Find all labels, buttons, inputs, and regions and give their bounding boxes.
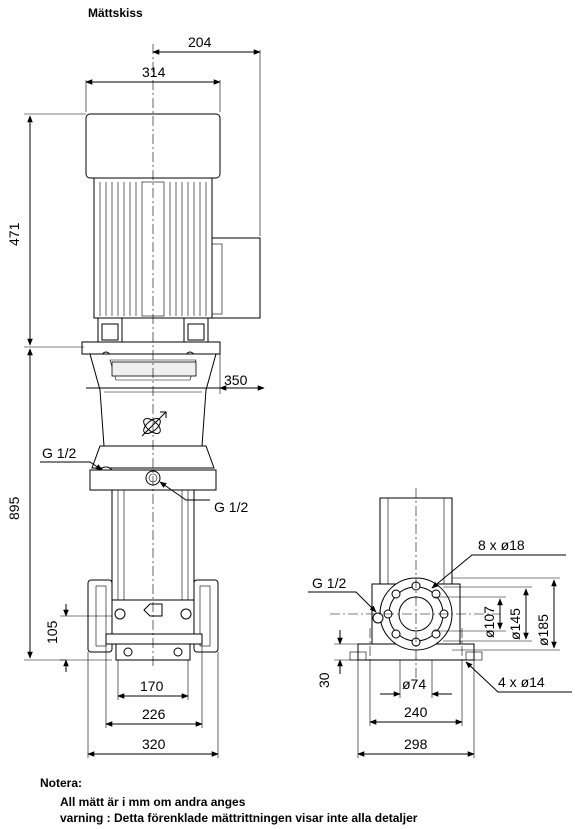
dim-471: 471 xyxy=(6,222,22,246)
base-plate-front xyxy=(105,633,203,645)
dim-314: 314 xyxy=(142,64,166,80)
terminal-box xyxy=(211,237,261,319)
dim-30: 30 xyxy=(316,672,332,688)
notes-line-units: All mätt är i mm om andra anges xyxy=(60,795,246,809)
dim-74: ø74 xyxy=(402,676,426,692)
dim-105: 105 xyxy=(44,620,60,644)
dim-204: 204 xyxy=(188,34,212,50)
dimension-lines xyxy=(24,49,572,758)
dim-240: 240 xyxy=(404,704,428,720)
callout-g-right: G 1/2 xyxy=(214,499,248,515)
notes-heading: Notera: xyxy=(40,776,83,790)
seal-housing xyxy=(91,445,215,469)
motor-cooling-fins xyxy=(99,181,207,317)
motor-stool-flange xyxy=(81,341,221,355)
callout-g-left: G 1/2 xyxy=(42,445,76,461)
front-view xyxy=(81,44,261,668)
drawing-title: Mättskiss xyxy=(88,6,143,20)
dim-320: 320 xyxy=(142,736,166,752)
dim-895: 895 xyxy=(6,496,22,520)
dim-107: ø107 xyxy=(481,606,497,638)
dim-145: ø145 xyxy=(507,608,523,640)
dim-298: 298 xyxy=(404,736,428,752)
callout-g-side: G 1/2 xyxy=(312,575,346,591)
dim-185: ø185 xyxy=(535,614,551,646)
dim-226: 226 xyxy=(142,706,166,722)
dim-350: 350 xyxy=(224,372,248,388)
notes-line-warning: varning : Detta förenklade mättrittninge… xyxy=(60,811,418,825)
side-view xyxy=(330,488,500,686)
coupling-symbol xyxy=(141,411,167,437)
dim-bolts-4: 4 x ø14 xyxy=(498,674,545,690)
dim-170: 170 xyxy=(140,678,164,694)
side-drain-plug xyxy=(372,612,384,624)
dim-bolts-8: 8 x ø18 xyxy=(478,537,525,553)
